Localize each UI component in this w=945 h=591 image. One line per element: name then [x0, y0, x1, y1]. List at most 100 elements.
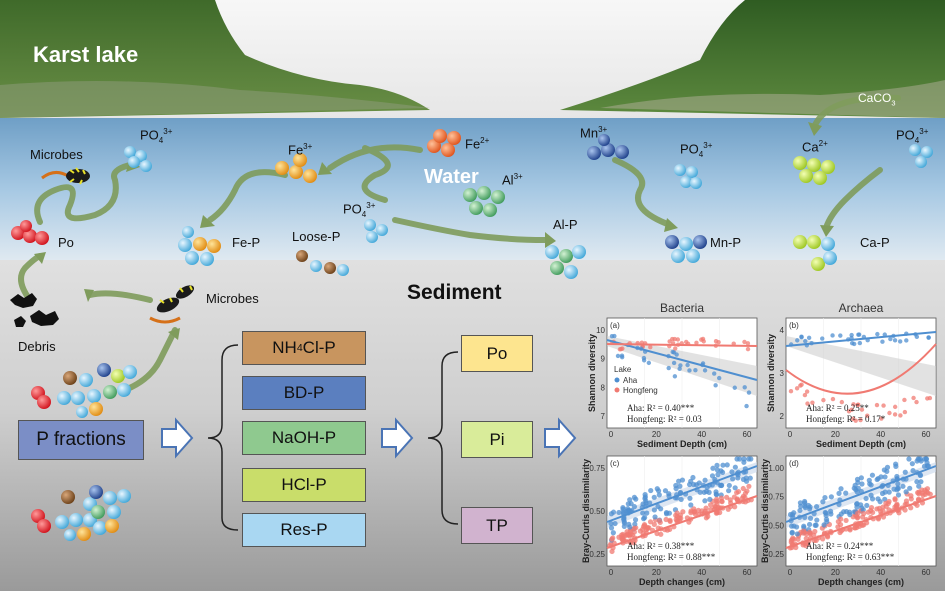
res-p-box: Res-P — [242, 513, 366, 547]
hongfeng-point — [908, 496, 914, 502]
aha-point — [687, 368, 692, 373]
aha-point — [610, 530, 616, 536]
hongfeng-point — [835, 524, 841, 530]
hongfeng-point — [868, 505, 875, 511]
hongfeng-point — [798, 383, 803, 388]
aha-point — [642, 495, 648, 502]
aha-point — [828, 494, 834, 500]
panel-letter: (a) — [610, 321, 620, 330]
aha-point — [666, 365, 671, 371]
aha-point — [691, 481, 697, 488]
aha-point — [836, 490, 842, 496]
right-mountain — [560, 0, 945, 118]
aha-point — [838, 333, 843, 338]
aha-point — [625, 508, 631, 514]
hcl-p-box: HCl-P — [242, 468, 366, 502]
hongfeng-point — [673, 346, 678, 351]
aha-point — [718, 468, 724, 474]
hongfeng-point — [839, 399, 845, 405]
process-arrows — [18, 94, 901, 393]
hongfeng-point — [640, 523, 647, 530]
aha-point — [724, 462, 730, 468]
hongfeng-point — [631, 529, 637, 535]
aha-point — [875, 496, 881, 502]
aha-point — [718, 482, 725, 489]
hongfeng-point — [680, 509, 686, 515]
aha-point — [678, 496, 684, 503]
aha-point — [799, 334, 804, 340]
aha-point — [895, 492, 902, 498]
aha-point — [857, 340, 863, 346]
aha-point — [880, 339, 885, 344]
stat-line-aha: Aha: R² = 0.24*** — [806, 541, 874, 551]
hongfeng-point — [793, 544, 799, 551]
aha-point — [672, 374, 678, 379]
aha-point — [608, 525, 615, 531]
right-cliff — [600, 80, 945, 118]
stat-line-aha: Aha: R² = 0.25** — [806, 403, 869, 413]
aha-point — [701, 489, 707, 495]
hongfeng-point — [654, 530, 660, 537]
hongfeng-point — [805, 401, 810, 406]
aha-point — [918, 458, 924, 464]
hongfeng-point — [609, 548, 615, 555]
x-tick-label: 20 — [831, 430, 840, 439]
panel-letter: (b) — [789, 321, 799, 330]
x-tick-label: 60 — [922, 568, 931, 577]
aha-point — [875, 331, 880, 337]
chart-panels: (a)Aha: R² = 0.40***Hongfeng: R² = 0.030… — [581, 301, 937, 587]
x-tick-label: 40 — [876, 568, 885, 577]
aha-point — [900, 483, 906, 489]
naoh-p-box: NaOH-P — [242, 421, 366, 455]
aha-point — [648, 487, 654, 494]
hongfeng-point — [911, 395, 916, 401]
hongfeng-point — [851, 402, 856, 407]
aha-point — [709, 473, 716, 479]
y-tick-label: 4 — [780, 326, 785, 335]
y-tick-label: 0.25 — [768, 550, 784, 559]
aha-point — [674, 352, 679, 357]
aha-point — [658, 506, 664, 512]
y-tick-label: 0.75 — [768, 493, 784, 502]
tp-box: TP — [461, 507, 533, 544]
aha-point — [732, 464, 738, 470]
hongfeng-point — [667, 518, 673, 525]
hongfeng-point — [745, 341, 751, 346]
hongfeng-point — [916, 491, 922, 497]
hongfeng-point — [896, 510, 902, 516]
hongfeng-point — [631, 525, 638, 531]
y-tick-label: 0.50 — [589, 507, 605, 516]
legend-aha-swatch — [614, 377, 620, 383]
sediment-label: Sediment — [407, 281, 502, 304]
aha-point — [677, 366, 682, 371]
confidence-band — [786, 336, 936, 396]
aha-point — [641, 358, 647, 363]
hongfeng-point — [804, 389, 810, 394]
x-tick-label: 40 — [697, 568, 706, 577]
aha-point — [793, 524, 800, 530]
hongfeng-point — [898, 413, 903, 418]
hongfeng-point — [852, 525, 858, 531]
hongfeng-point — [846, 409, 852, 414]
aha-point — [849, 332, 854, 338]
aha-point — [893, 463, 899, 470]
aha-point — [651, 507, 657, 513]
x-tick-label: 20 — [831, 568, 840, 577]
stat-line-aha: Aha: R² = 0.40*** — [627, 403, 695, 413]
aha-point — [697, 489, 703, 495]
aha-point — [673, 485, 679, 492]
aha-point — [813, 504, 820, 510]
hongfeng-point — [718, 495, 725, 501]
aha-point — [712, 371, 717, 376]
aha-point — [651, 494, 657, 500]
hongfeng-point — [892, 497, 898, 503]
aha-point — [608, 520, 614, 527]
hongfeng-trend — [606, 495, 758, 549]
fe2-label: Fe2+ — [465, 136, 490, 152]
hongfeng-point — [892, 412, 898, 417]
aha-point — [795, 338, 800, 343]
po4-label-2: PO43+ — [343, 201, 376, 219]
scene-title: Karst lake — [33, 42, 139, 67]
hongfeng-point — [858, 417, 863, 423]
